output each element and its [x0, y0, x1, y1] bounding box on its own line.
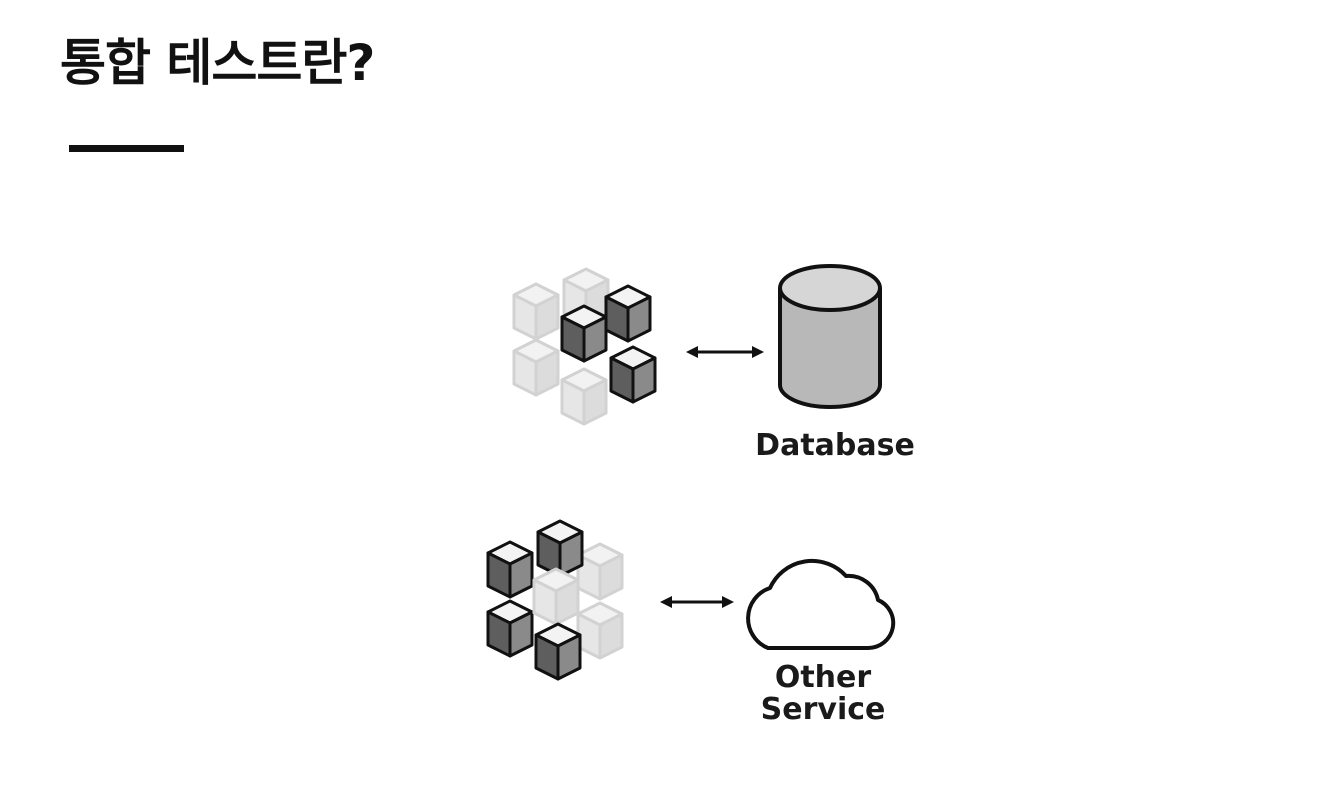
double-arrow-bottom — [660, 596, 734, 608]
other-service-label-line2: Service — [760, 692, 886, 727]
other-service-label-line1: Other — [774, 660, 872, 695]
database-icon — [778, 264, 882, 409]
module-cube-top — [512, 267, 657, 426]
page-title: 통합 테스트란? — [60, 34, 375, 92]
other-service-label: Other Service — [738, 662, 908, 726]
module-cube-bottom — [486, 519, 624, 681]
database-label: Database — [755, 428, 915, 463]
integration-test-diagram: Database Other Service — [470, 250, 930, 740]
double-arrow-top — [686, 346, 764, 358]
cloud-icon — [746, 558, 896, 651]
diagram-graphics — [486, 264, 896, 681]
title-underline — [69, 145, 184, 152]
